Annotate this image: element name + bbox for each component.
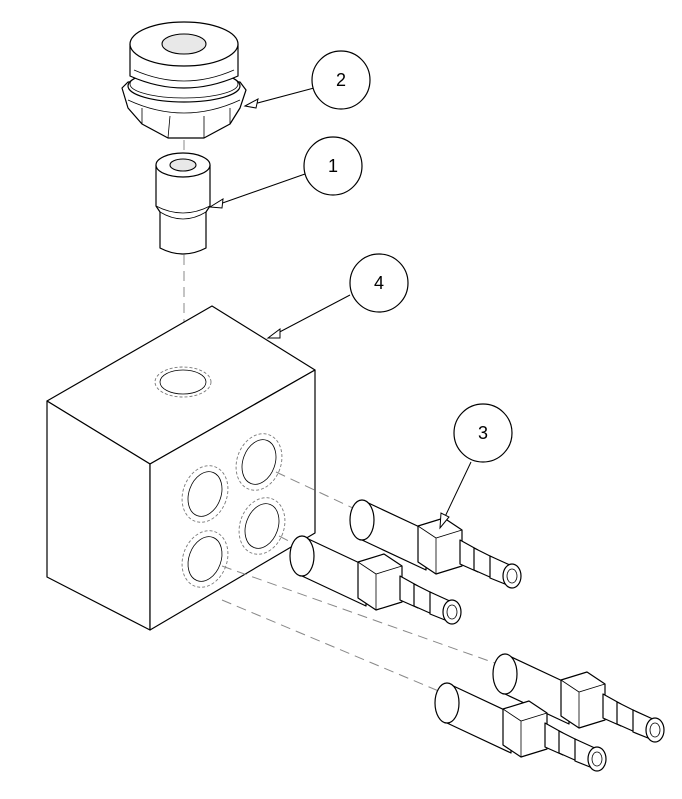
callout-2: 2 <box>243 50 371 110</box>
part-manifold-block <box>46 305 316 631</box>
callout-2-label: 2 <box>336 70 346 90</box>
callout-1: 1 <box>208 136 363 209</box>
callout-3: 3 <box>439 403 513 530</box>
side-port-lower-left <box>181 530 229 588</box>
side-port-lower-right <box>238 497 286 555</box>
side-port-upper-left <box>181 465 229 523</box>
callout-3-circle <box>453 403 513 463</box>
callout-4-label: 4 <box>374 273 384 293</box>
callout-1-label: 1 <box>328 156 338 176</box>
callout-3-label: 3 <box>478 423 488 443</box>
callout-2-circle <box>311 50 371 110</box>
callout-4-circle <box>349 253 409 313</box>
part-nut <box>121 21 247 139</box>
callout-4: 4 <box>266 253 409 339</box>
part-insert <box>155 152 211 255</box>
side-port-upper-right <box>235 433 283 491</box>
callout-1-circle <box>303 136 363 196</box>
